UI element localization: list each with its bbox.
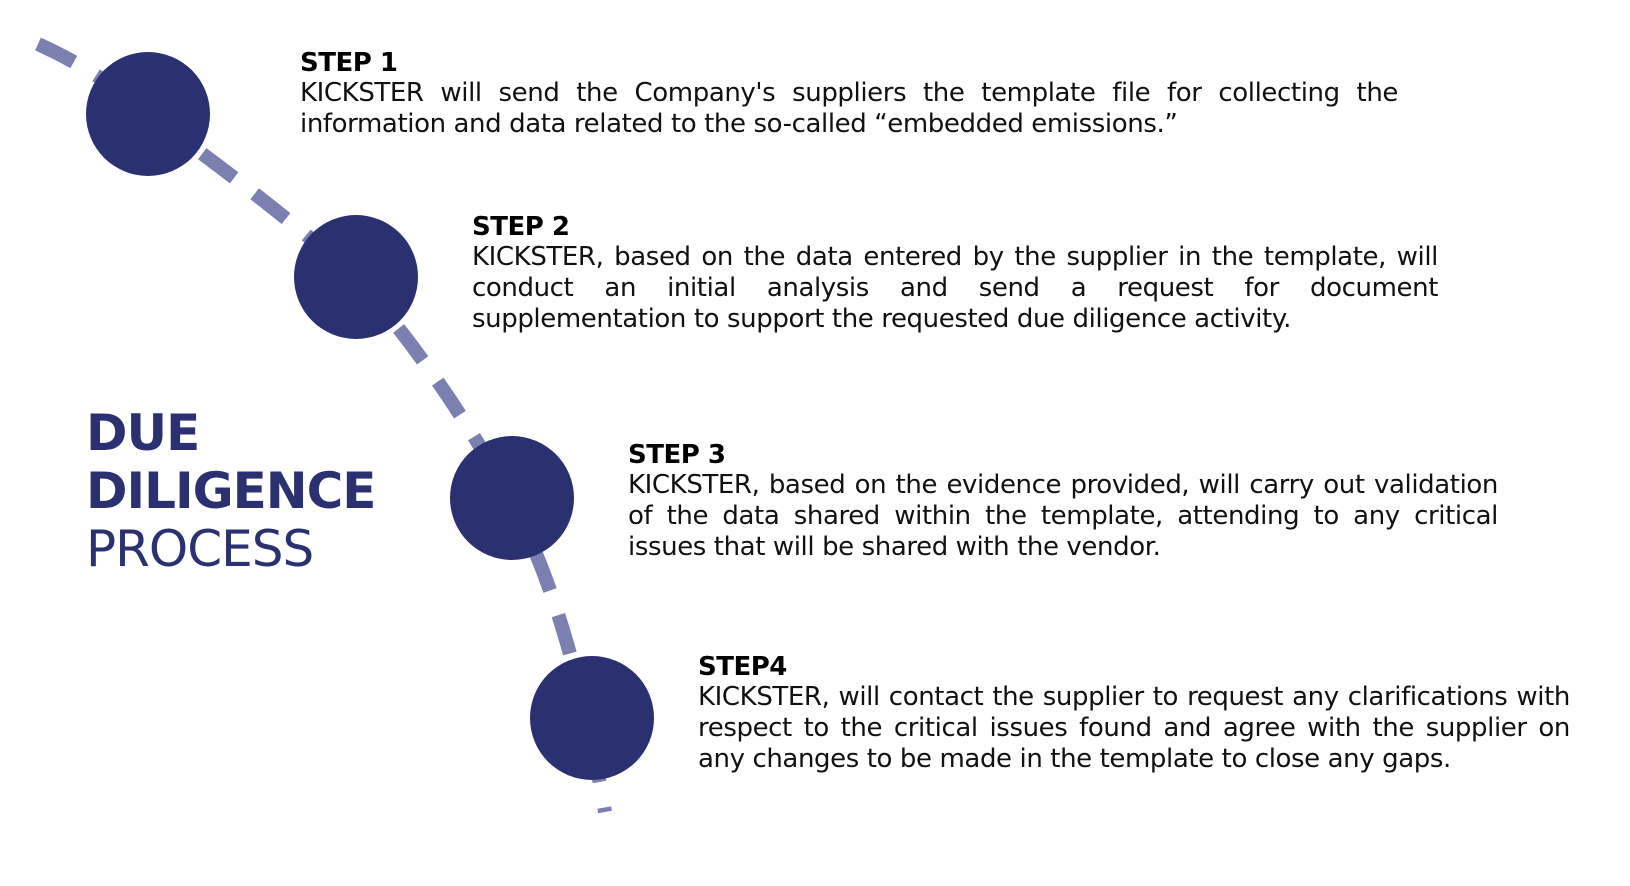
title-line-due: DUE bbox=[86, 404, 200, 462]
step-1: STEP 1 KICKSTER will send the Company's … bbox=[300, 48, 1398, 140]
step-3-node bbox=[450, 436, 574, 560]
step-4-heading: STEP4 bbox=[698, 652, 787, 682]
title-line-diligence: DILIGENCE bbox=[86, 462, 376, 520]
step-2-heading: STEP 2 bbox=[472, 212, 570, 242]
step-3-heading: STEP 3 bbox=[628, 440, 726, 470]
step-4: STEP4 KICKSTER, will contact the supplie… bbox=[698, 652, 1570, 775]
step-3-text: KICKSTER, based on the evidence provided… bbox=[628, 470, 1498, 562]
step-4-text: KICKSTER, will contact the supplier to r… bbox=[698, 682, 1570, 774]
step-2-text: KICKSTER, based on the data entered by t… bbox=[472, 242, 1438, 334]
step-1-text: KICKSTER will send the Company's supplie… bbox=[300, 78, 1398, 139]
step-3: STEP 3 KICKSTER, based on the evidence p… bbox=[628, 440, 1498, 563]
step-1-node bbox=[86, 52, 210, 176]
step-2-node bbox=[294, 215, 418, 339]
title-line-process: PROCESS bbox=[86, 520, 314, 578]
step-2: STEP 2 KICKSTER, based on the data enter… bbox=[472, 212, 1438, 335]
step-4-node bbox=[530, 656, 654, 780]
step-1-heading: STEP 1 bbox=[300, 48, 398, 78]
process-title: DUE DILIGENCE PROCESS bbox=[86, 404, 376, 578]
